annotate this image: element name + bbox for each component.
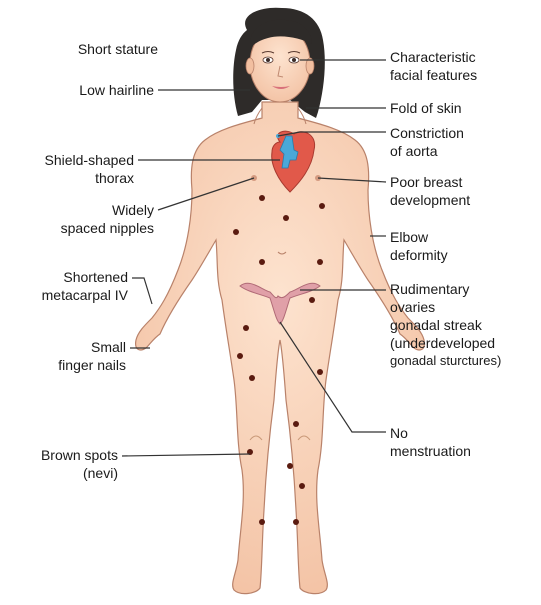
label-small-finger-nails: Small finger nails [0,338,126,374]
nevus [243,325,249,331]
nevus [293,421,299,427]
nevus [293,519,299,525]
label-constriction-of-aorta: Constriction of aorta [390,124,538,160]
nevus [283,215,289,221]
nevus [259,519,265,525]
label-rudimentary-ovaries: Rudimentary ovaries gonadal streak (unde… [390,280,540,370]
label-brown-spots: Brown spots (nevi) [0,446,118,482]
label-poor-breast-development: Poor breast development [390,173,538,209]
label-fold-of-skin: Fold of skin [390,99,538,117]
label-shortened-metacarpal: Shortened metacarpal IV [0,268,128,304]
label-elbow-deformity: Elbow deformity [390,228,538,264]
leader-metacarpal [132,278,152,304]
nevus [317,259,323,265]
nevus [319,203,325,209]
label-widely-spaced-nipples: Widely spaced nipples [4,201,154,237]
nevus [317,369,323,375]
label-shield-thorax: Shield-shaped thorax [0,151,134,187]
label-low-hairline: Low hairline [14,81,154,99]
nevus [299,483,305,489]
leader-brown-spots [122,454,250,456]
label-characteristic-facial-features: Characteristic facial features [390,48,538,84]
nevus [309,297,315,303]
nevus [259,259,265,265]
label-no-menstruation: No menstruation [390,424,538,460]
nevus [259,195,265,201]
nevus [233,229,239,235]
nevus [237,353,243,359]
nevus [287,463,293,469]
nevus [249,375,255,381]
label-short-stature: Short stature [18,40,158,58]
